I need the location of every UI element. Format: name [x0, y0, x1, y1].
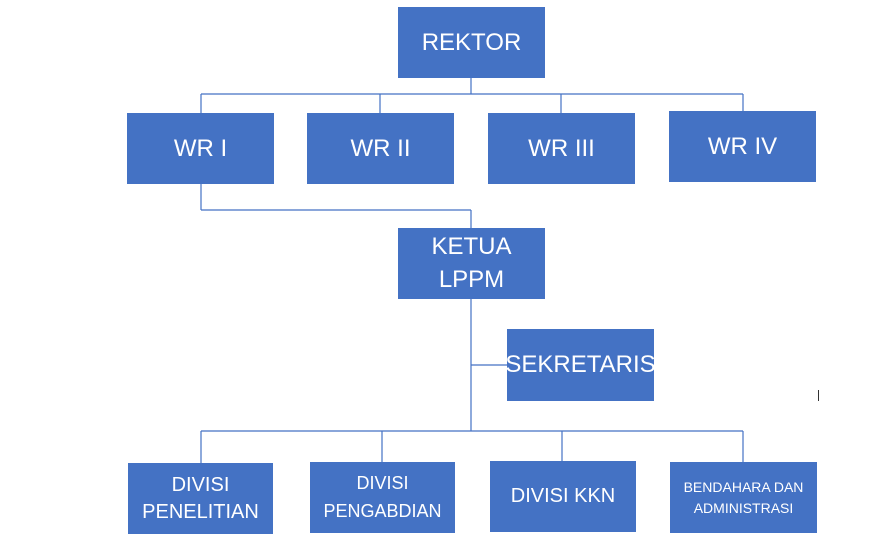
wr-2-box: WR II [307, 113, 454, 184]
divisi-kkn-label: DIVISI KKN [510, 485, 616, 507]
divisi-pengabdian-label-line-2: PENGABDIAN [323, 500, 442, 521]
wr-4-label: WR IV [707, 132, 778, 160]
bendahara-administrasi-label-line-1: BENDAHARA DAN [683, 478, 804, 495]
wr-1-box: WR I [127, 113, 274, 184]
rektor-box: REKTOR [398, 7, 545, 78]
bendahara-administrasi-label: BENDAHARA DAN ADMINISTRASI [684, 477, 804, 519]
ketua-lppm-label-line-1: KETUA [431, 233, 512, 261]
divisi-pengabdian-label: DIVISI PENGABDIAN [323, 470, 441, 526]
text-cursor-mark [818, 390, 819, 401]
divisi-pengabdian-label-line-1: DIVISI [356, 472, 409, 493]
wr-4-box: WR IV [669, 111, 816, 182]
sekretaris-box: SEKRETARIS [505, 329, 656, 401]
wr-3-box: WR III [488, 113, 635, 184]
divisi-penelitian-label-line-1: DIVISI [171, 473, 230, 496]
divisi-penelitian-label: DIVISI PENELITIAN [142, 472, 259, 526]
ketua-lppm-box: KETUA LPPM [398, 228, 545, 299]
rektor-label: REKTOR [421, 28, 522, 56]
divisi-penelitian-label-line-2: PENELITIAN [142, 500, 259, 523]
divisi-pengabdian-box: DIVISI PENGABDIAN [310, 462, 455, 533]
divisi-penelitian-box: DIVISI PENELITIAN [128, 463, 273, 534]
divisi-kkn-box: DIVISI KKN [490, 461, 636, 532]
sekretaris-label: SEKRETARIS [505, 351, 656, 378]
bendahara-administrasi-box: BENDAHARA DAN ADMINISTRASI [670, 462, 817, 533]
bendahara-administrasi-label-line-2: ADMINISTRASI [693, 499, 794, 516]
wr-1-label: WR I [173, 134, 228, 162]
ketua-lppm-label-line-2: LPPM [438, 265, 505, 293]
wr-2-label: WR II [350, 134, 411, 162]
wr-3-label: WR III [528, 134, 595, 162]
ketua-lppm-label: KETUA LPPM [431, 231, 511, 296]
